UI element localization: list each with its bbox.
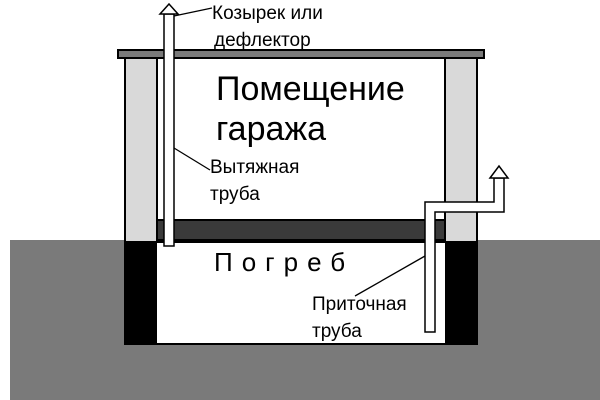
- label-supply-line1: Приточная: [312, 294, 407, 315]
- cellar-wall-right: [445, 240, 477, 344]
- leader-line-exhaust: [173, 147, 211, 171]
- garage-wall-right: [444, 55, 478, 243]
- exhaust-pipe: [158, 2, 180, 247]
- label-exhaust-line2: труба: [210, 184, 260, 205]
- label-supply-line2: труба: [312, 321, 362, 342]
- garage-wall-left: [124, 55, 158, 243]
- cellar-pit: [124, 239, 478, 345]
- label-deflector-line1: Козырек или: [212, 3, 323, 24]
- supply-pipe: [424, 164, 510, 333]
- leader-line-deflector: [173, 7, 213, 17]
- roof: [117, 49, 485, 59]
- label-cellar: Погреб: [214, 247, 354, 277]
- leader-line-supply: [354, 255, 426, 297]
- label-room-line1: Помещение: [216, 70, 405, 108]
- label-deflector-line2: дефлектор: [214, 30, 311, 51]
- label-exhaust-line1: Вытяжная: [210, 157, 299, 178]
- cellar-wall-left: [125, 240, 157, 344]
- cellar-ceiling-slab: [156, 219, 446, 241]
- label-room-line2: гаража: [216, 110, 326, 148]
